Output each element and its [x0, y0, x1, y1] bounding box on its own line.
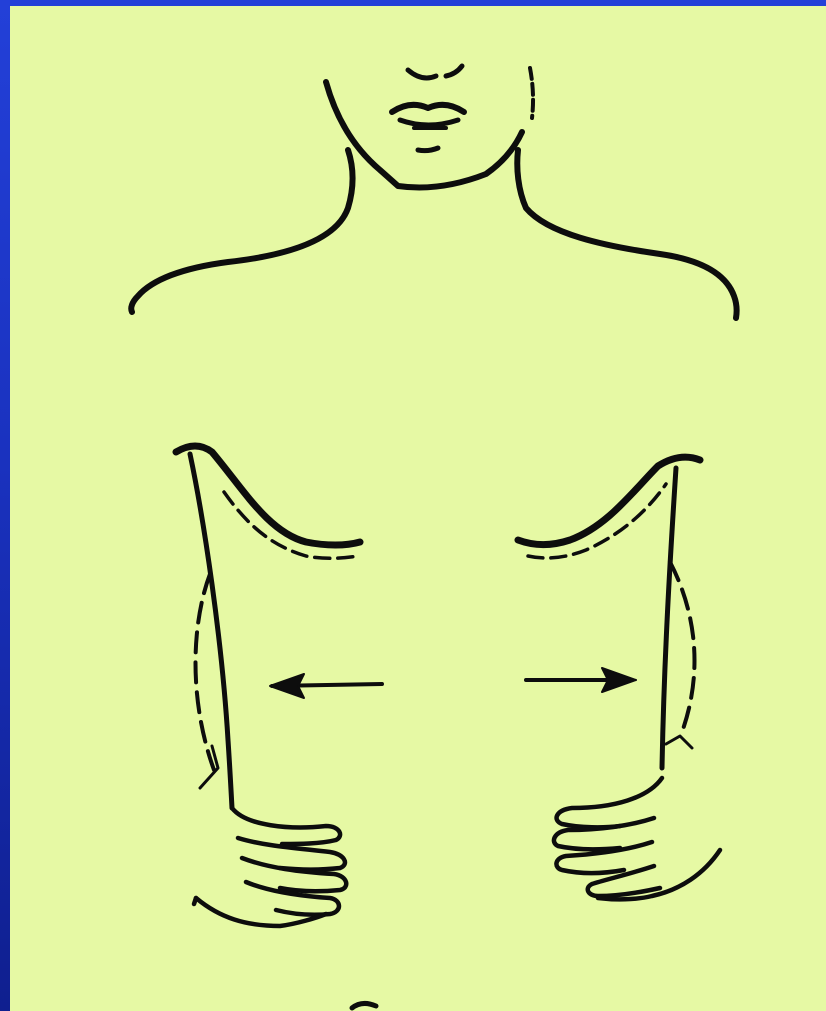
chest-expansion-drawing	[10, 6, 826, 1011]
chin-dimple	[418, 148, 438, 151]
illustration-panel	[10, 6, 826, 1011]
left-wrist	[194, 898, 196, 904]
panel-background	[10, 6, 826, 1011]
